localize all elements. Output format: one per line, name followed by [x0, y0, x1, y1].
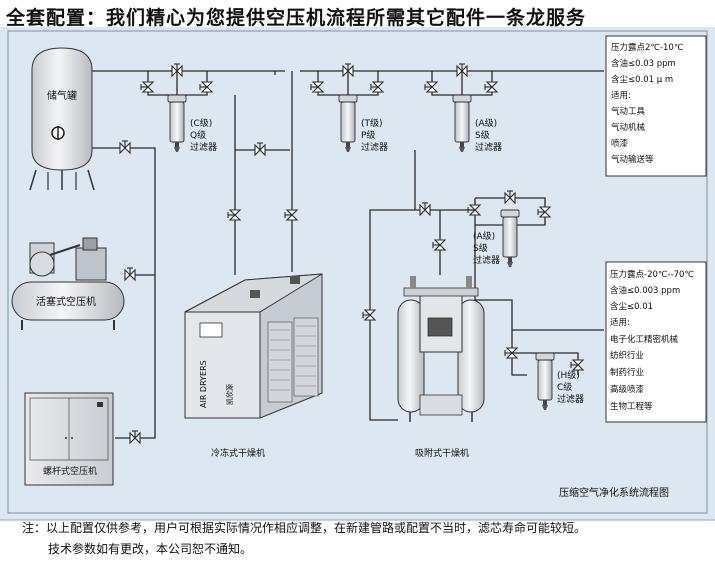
filter-s-mid: (A级) S级 过滤器	[473, 209, 520, 268]
filter-p-type: 过滤器	[361, 141, 388, 153]
screw-compressor-label: 螺杆式空压机	[43, 465, 97, 477]
spec-bottom-line-5: 电子化工精密机械	[610, 334, 679, 345]
adsorption-dryer: 吸附式干燥机	[397, 276, 485, 459]
spec-top-line-5: 气动工具	[611, 106, 646, 117]
spec-top-line-6: 气动机械	[611, 122, 646, 133]
adsorption-dryer-label: 吸附式干燥机	[415, 447, 469, 459]
note-line-2: 技术参数如有更改，本公司恕不通知。	[48, 542, 253, 556]
dryer-brand-text: AIR DRYERS	[199, 360, 208, 408]
spec-bottom-line-3: 含尘≤0.01	[610, 301, 653, 312]
piston-compressor: 活塞式空压机	[11, 237, 125, 330]
filter-s-top-name: S级	[475, 129, 490, 141]
spec-bottom-line-7: 制药行业	[610, 367, 644, 378]
diagram-caption: 压缩空气净化系统流程图	[559, 486, 669, 499]
spec-top-line-8: 气动输送等	[611, 154, 654, 165]
filter-c-type: 过滤器	[557, 393, 584, 405]
filter-s-mid-type: 过滤器	[473, 254, 500, 266]
spec-bottom-line-2: 含油≤0.003 ppm	[610, 285, 680, 296]
spec-top-line-2: 含油≤0.03 ppm	[611, 58, 676, 69]
dryer-logo-text: 凯欣源	[225, 384, 234, 405]
storage-tank: 储气罐	[29, 47, 95, 191]
page-title: 全套配置：我们精心为您提供空压机流程所需其它配件一条龙服务	[6, 7, 587, 29]
filter-s-mid-name: S级	[473, 242, 488, 254]
spec-bottom-line-8: 高级喷漆	[610, 384, 645, 395]
screw-compressor: 螺杆式空压机	[24, 392, 114, 486]
spec-top-line-4: 适用:	[611, 90, 631, 101]
spec-box-top: 压力露点2℃-10℃ 含油≤0.03 ppm 含尘≤0.01 μ m 适用: 气…	[605, 35, 707, 177]
spec-bottom-line-6: 纺织行业	[610, 350, 644, 361]
filter-s-mid-grade: (A级)	[473, 230, 495, 242]
piston-compressor-label: 活塞式空压机	[36, 295, 96, 308]
refrigerated-dryer: AIR DRYERS 凯欣源 冷冻式干燥机	[184, 273, 323, 459]
filter-s-top-grade: (A级)	[475, 117, 497, 129]
filter-s-top: (A级) S级 过滤器	[452, 94, 502, 153]
filter-q-grade: (C级)	[190, 117, 212, 129]
spec-top-line-3: 含尘≤0.01 μ m	[611, 74, 673, 85]
note-line-1: 注：以上配置仅供参考，用户可根据实际情况作相应调整，在新建管路或配置不当时，滤芯…	[22, 521, 587, 535]
spec-box-bottom: 压力露点-20℃--70℃ 含油≤0.003 ppm 含尘≤0.01 适用: 电…	[605, 261, 707, 423]
storage-tank-label: 储气罐	[47, 89, 77, 102]
spec-top-line-7: 喷漆	[611, 138, 629, 149]
filter-q-name: Q级	[190, 129, 206, 141]
filter-p-name: P级	[361, 129, 375, 141]
spec-top-line-1: 压力露点2℃-10℃	[611, 42, 684, 53]
spec-bottom-line-1: 压力露点-20℃--70℃	[610, 269, 694, 280]
filter-c: (H级) C级 过滤器	[535, 352, 584, 411]
filter-p: (T级) P级 过滤器	[338, 94, 388, 153]
filter-c-grade: (H级)	[557, 369, 580, 381]
filter-p-grade: (T级)	[361, 117, 383, 129]
filter-q-type: 过滤器	[190, 141, 217, 153]
spec-bottom-line-9: 生物工程等	[610, 401, 653, 412]
refrigerated-dryer-label: 冷冻式干燥机	[211, 447, 265, 459]
filter-s-top-type: 过滤器	[475, 141, 502, 153]
filter-c-name: C级	[557, 381, 572, 393]
diagram-frame	[7, 30, 708, 514]
spec-bottom-line-4: 适用:	[610, 317, 630, 328]
filter-q: (C级) Q级 过滤器	[167, 94, 217, 153]
